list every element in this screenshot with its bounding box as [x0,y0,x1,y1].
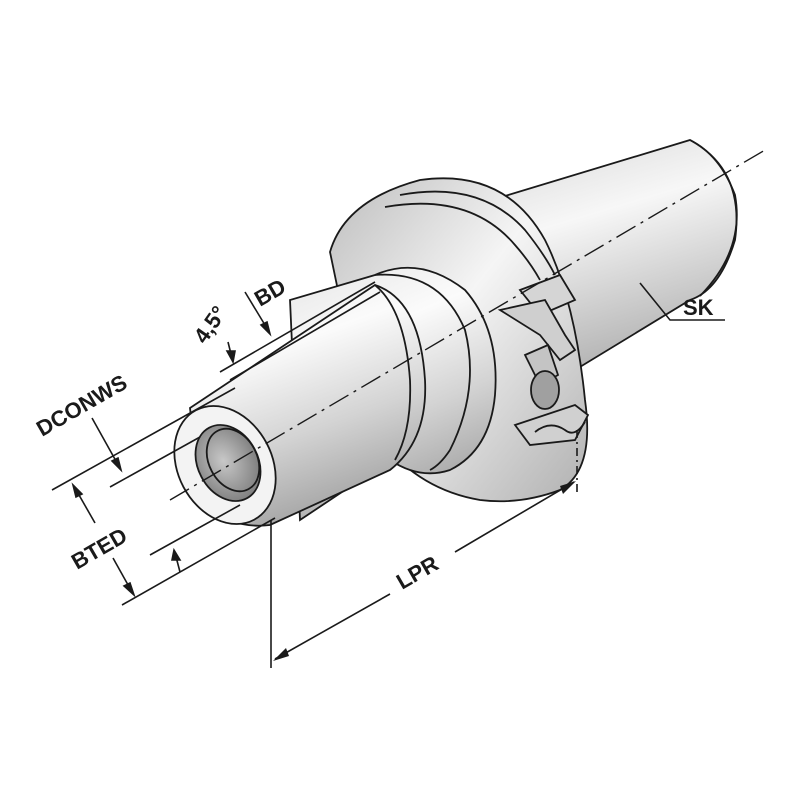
label-sk: SK [683,295,714,320]
label-dconws: DCONWS [32,370,131,442]
center-axis [169,149,766,501]
label-bd: BD [250,274,290,312]
dimension-lines-left [51,281,381,606]
sk-leader [639,282,725,321]
label-bted: BTED [67,523,131,575]
lpr-dimension [270,430,578,668]
label-lpr: LPR [392,551,443,595]
label-angle: 4,5° [189,301,232,348]
dimension-arrows [71,291,272,598]
